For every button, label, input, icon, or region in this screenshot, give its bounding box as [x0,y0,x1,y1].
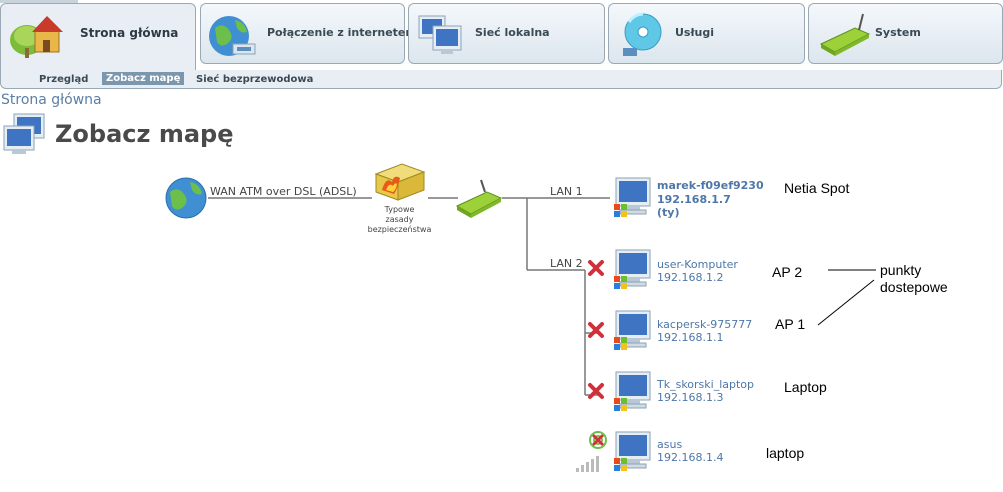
firewall-caption-line: bezpieczeństwa [367,225,432,234]
device-name[interactable]: marek-f09ef9230 [657,179,764,192]
subnav-przeglad[interactable]: Przegląd [39,74,89,85]
firewall-caption-line: zasady [385,215,414,224]
computer-icon[interactable] [610,309,656,355]
wireless-signal-icon [576,431,607,472]
annotation-dostepowe: dostepowe [880,279,948,295]
tab-label: Połączenie z internetem [267,26,417,39]
services-disc-icon [623,12,662,56]
device-ip: 192.168.1.4 [657,451,724,464]
tab-uslugi[interactable]: Usługi [608,3,805,64]
device-name[interactable]: Tk_skorski_laptop [657,378,755,391]
computer-icon[interactable] [610,370,656,416]
computer-icon[interactable] [610,176,656,222]
tab-strona-glowna[interactable]: Strona główna [0,3,196,73]
device-ip: 192.168.1.3 [657,391,724,404]
top-strip [0,0,78,3]
subnav-zobacz-mape[interactable]: Zobacz mapę [102,72,185,85]
tab-label: Sieć lokalna [475,26,550,39]
globe-icon [209,16,256,56]
device-name[interactable]: asus [657,438,683,451]
tab-siec-lokalna[interactable]: Sieć lokalna [408,3,605,64]
page-title: Zobacz mapę [55,120,234,148]
tab-polaczenie-z-internetem[interactable]: Połączenie z internetem [200,3,417,64]
home-icon [10,16,63,58]
network-map-icon [3,113,45,154]
device-ip: 192.168.1.2 [657,271,724,284]
annotation-ap1: AP 1 [775,316,806,332]
firewall-icon[interactable] [372,160,428,204]
firewall-caption-line: Typowe [384,205,415,214]
annotation-laptop: Laptop [784,379,827,395]
device-name[interactable]: user-Komputer [657,258,738,271]
sub-navigation: Przegląd Zobacz mapę Sieć bezprzewodowa [0,70,1002,89]
disconnected-x-icon [588,383,604,399]
current-user-label: (ty) [657,206,680,219]
lan2-label: LAN 2 [550,257,583,270]
device-ip: 192.168.1.7 [657,193,731,206]
computer-icon[interactable] [610,430,656,476]
annotation-punkty: punkty [880,262,922,278]
annotation-line-ap1 [817,279,875,326]
main-navigation: Strona główna Połączenie z internetem Si… [0,0,1003,90]
breadcrumb[interactable]: Strona główna [1,92,102,108]
disconnected-x-icon [588,260,604,276]
annotation-laptop-2: laptop [766,445,805,461]
subnav-siec-bezprzewodowa[interactable]: Sieć bezprzewodowa [196,74,314,85]
disconnected-x-icon [588,322,604,338]
router-icon[interactable] [455,178,503,220]
router-icon [819,13,871,56]
firewall-caption[interactable]: Typowe zasady bezpieczeństwa [362,205,437,235]
lan-computers-icon [418,15,462,54]
lan1-label: LAN 1 [550,185,583,198]
tab-label: Usługi [675,26,715,39]
annotation-netia-spot: Netia Spot [784,180,850,196]
device-name[interactable]: kacpersk-975777 [657,318,753,331]
internet-globe-icon[interactable] [164,176,208,220]
wan-connection-label[interactable]: WAN ATM over DSL (ADSL) [210,185,357,198]
device-ip: 192.168.1.1 [657,331,724,344]
annotation-ap2: AP 2 [772,264,803,280]
computer-icon[interactable] [610,248,656,294]
tab-label: System [875,26,921,39]
tab-label: Strona główna [80,26,179,40]
